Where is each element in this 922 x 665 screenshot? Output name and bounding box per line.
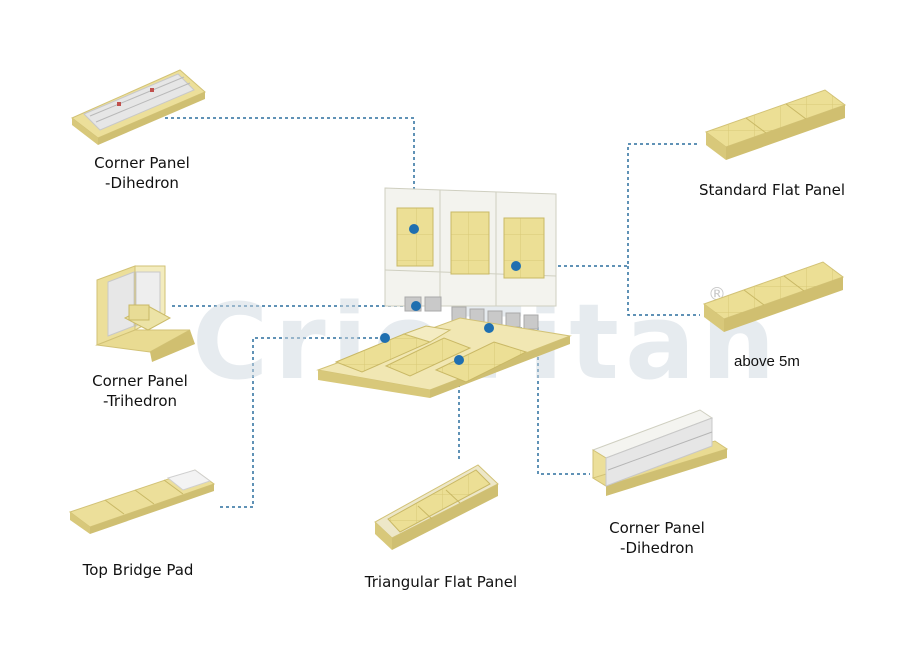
dot-wall-corner (409, 224, 419, 234)
connector-corner-dihedron-top (165, 117, 415, 229)
connector-above-5m (627, 266, 700, 316)
label-line-1: Top Bridge Pad (82, 561, 194, 579)
label-line-1: Corner Panel (92, 372, 188, 390)
label-standard-flat-panel: Standard Flat Panel (692, 180, 852, 200)
label-above-5m: above 5m (734, 352, 834, 372)
dot-wall-standard (511, 261, 521, 271)
corner-panel-dihedron-top-illustration (71, 69, 206, 145)
connector-standard-flat (516, 143, 700, 267)
label-line-1: Standard Flat Panel (698, 181, 846, 199)
label-top-bridge-pad: Top Bridge Pad (68, 560, 208, 580)
dot-triangular (454, 355, 464, 365)
label-corner-panel-dihedron-bottom: Corner Panel -Dihedron (587, 518, 727, 558)
label-line-2: -Trihedron (102, 392, 178, 410)
label-corner-panel-trihedron: Corner Panel -Trihedron (70, 371, 210, 411)
standard-flat-panel-illustration (704, 89, 847, 160)
above-5m-panel-illustration (702, 261, 845, 332)
connector-dots (380, 224, 521, 365)
label-line-1: Triangular Flat Panel (364, 573, 518, 591)
corner-panel-trihedron-illustration (95, 265, 195, 362)
label-triangular-flat-panel: Triangular Flat Panel (351, 572, 531, 592)
top-bridge-pad-illustration (68, 469, 216, 534)
label-corner-panel-dihedron-top: Corner Panel -Dihedron (72, 153, 212, 193)
label-line-1: Corner Panel (609, 519, 705, 537)
central-assembly-illustration (316, 187, 572, 398)
corner-panel-dihedron-bottom-illustration (591, 409, 729, 496)
label-line-2: -Dihedron (105, 174, 179, 192)
label-line-1: above 5m (734, 353, 800, 370)
dot-dihedron-bottom (484, 323, 494, 333)
label-line-2: -Dihedron (620, 539, 694, 557)
dot-bridge (380, 333, 390, 343)
triangular-flat-panel-illustration (374, 464, 499, 550)
label-line-1: Corner Panel (94, 154, 190, 172)
dot-trihedron (411, 301, 421, 311)
